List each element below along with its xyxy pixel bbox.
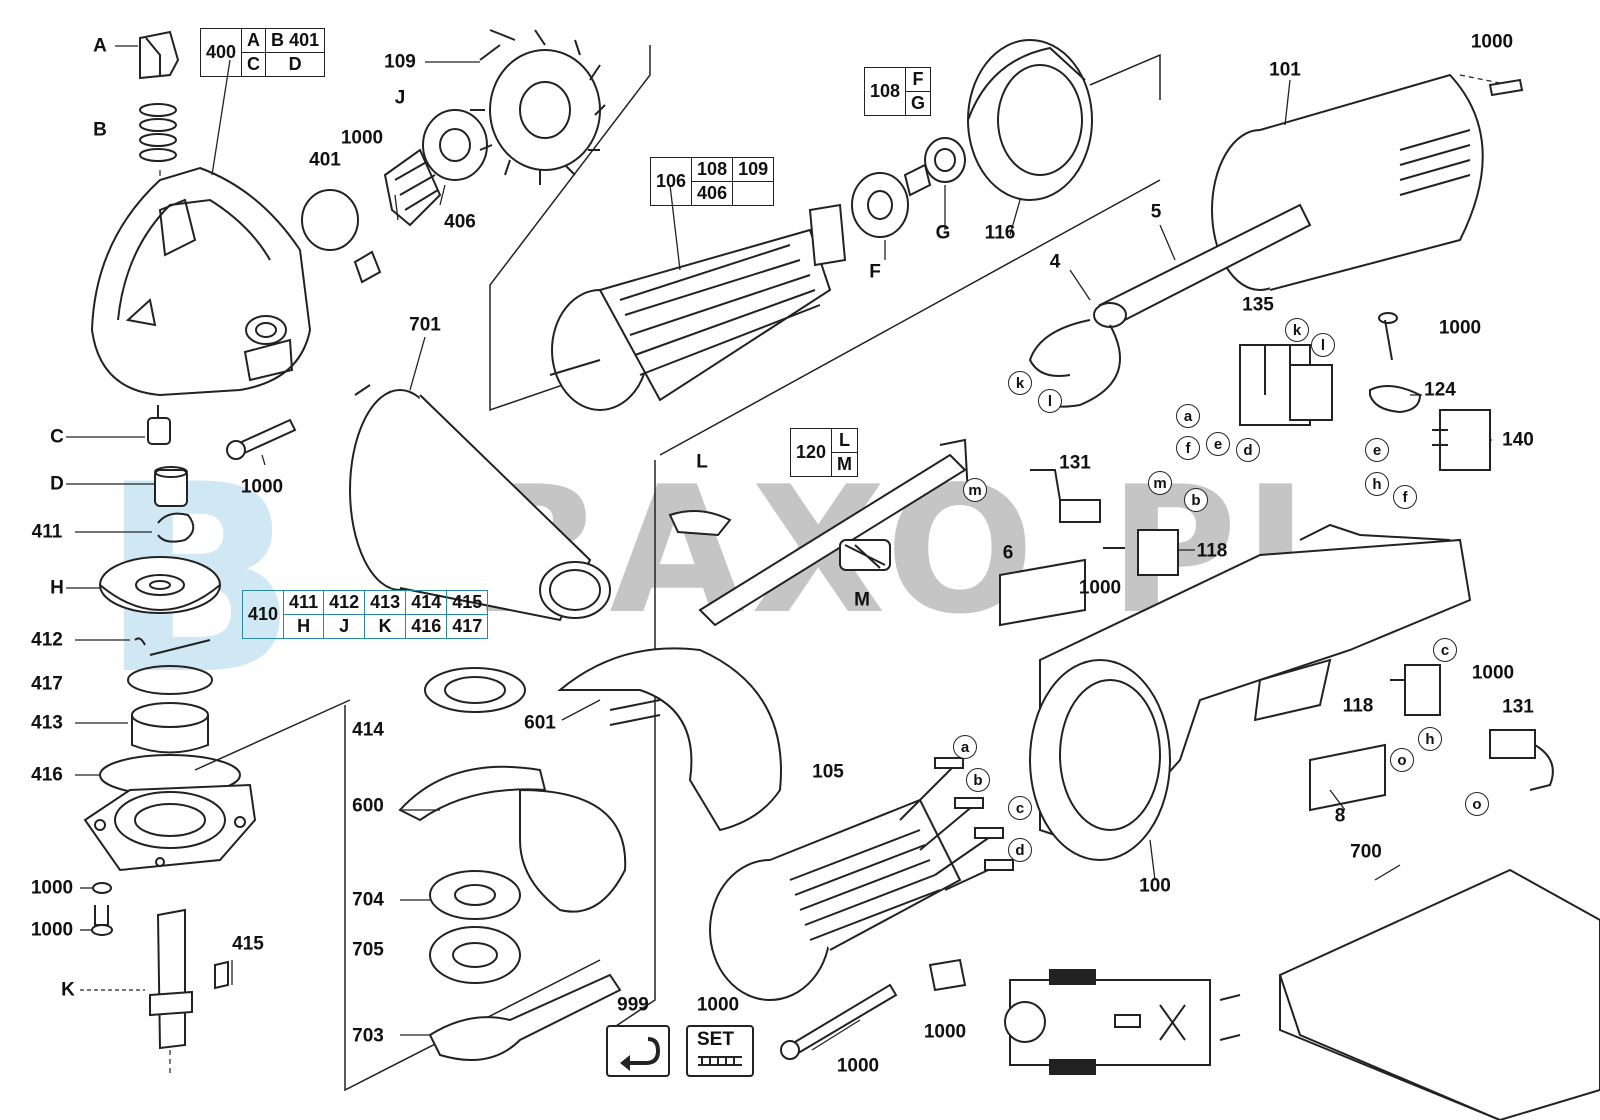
callout-J: J (394, 87, 406, 109)
callout-412: 412 (31, 629, 63, 651)
callout-109: 109 (384, 51, 416, 73)
callout-1000-washer: 1000 (30, 877, 74, 899)
wire-tag-c-coil: c (1008, 796, 1032, 820)
callout-140: 140 (1502, 429, 1534, 451)
callout-M: M (854, 589, 870, 611)
callout-F: F (869, 261, 881, 283)
callout-135: 135 (1242, 294, 1274, 316)
wire-tag-o-brush: o (1465, 792, 1489, 816)
wire-tag-f: f (1176, 436, 1200, 460)
callout-401: 401 (309, 149, 341, 171)
callout-704: 704 (352, 889, 384, 911)
callout-131: 131 (1059, 452, 1091, 474)
callout-H: H (50, 577, 64, 599)
callout-124: 124 (1424, 379, 1456, 401)
table-400: 400 A B 401 C D (199, 28, 326, 77)
kit-pictogram-set: SET (686, 1025, 754, 1077)
callout-1000-set: 1000 (696, 994, 740, 1016)
wire-tag-h-140: h (1365, 472, 1389, 496)
wire-tag-d: d (1236, 438, 1260, 462)
callout-999: 999 (617, 994, 649, 1016)
wire-tag-h-right: h (1418, 727, 1442, 751)
wire-tag-e: e (1206, 432, 1230, 456)
wire-tag-b-coil: b (966, 768, 990, 792)
callout-G: G (935, 222, 951, 244)
callout-413: 413 (31, 712, 63, 734)
callout-L: L (696, 451, 708, 473)
callout-105: 105 (812, 761, 844, 783)
callout-116: 116 (984, 222, 1016, 244)
wire-tag-f-140: f (1393, 485, 1417, 509)
wire-tag-m: m (963, 478, 987, 502)
callout-406: 406 (444, 211, 476, 233)
kit-pictogram-999 (606, 1025, 670, 1077)
wire-tag-k-switch: k (1285, 318, 1309, 342)
callout-A: A (93, 35, 107, 57)
callout-118: 118 (1196, 540, 1228, 562)
wire-tag-o-right: o (1390, 748, 1414, 772)
callout-1000-bolt: 1000 (240, 476, 284, 498)
wire-tag-l-switch: l (1311, 333, 1335, 357)
table-108: 108 F G (863, 67, 932, 116)
wire-tag-b-brush: b (1184, 488, 1208, 512)
set-label: SET (697, 1029, 734, 1050)
callout-6: 6 (1002, 542, 1014, 564)
callout-701: 701 (409, 314, 441, 336)
table-410: 410 411 412 413 414 415 H J K 416 417 (241, 590, 489, 639)
callout-C: C (50, 426, 64, 448)
callout-1000-screw: 1000 (30, 919, 74, 941)
callout-705: 705 (352, 939, 384, 961)
callout-131-right: 131 (1502, 696, 1534, 718)
callout-416: 416 (31, 764, 63, 786)
callout-4: 4 (1049, 251, 1061, 273)
callout-601: 601 (524, 712, 556, 734)
callout-417: 417 (31, 673, 63, 695)
wire-tag-d-coil: d (1008, 838, 1032, 862)
callout-1000-top-screw: 1000 (1470, 31, 1514, 53)
callout-1000-clip: 1000 (923, 1021, 967, 1043)
table-106: 106 108 109 406 (649, 157, 775, 206)
wire-tag-l: l (1038, 389, 1062, 413)
wire-tag-c-right: c (1433, 638, 1457, 662)
callout-8: 8 (1334, 805, 1346, 827)
callout-703: 703 (352, 1025, 384, 1047)
callout-118-right: 118 (1342, 695, 1374, 717)
callout-1000-switch-screw: 1000 (1438, 317, 1482, 339)
wire-tag-a-coil: a (953, 735, 977, 759)
callout-D: D (50, 473, 64, 495)
wire-tag-e-140: e (1365, 438, 1389, 462)
callout-1000-right: 1000 (1471, 662, 1515, 684)
callout-B: B (93, 119, 107, 141)
callout-5: 5 (1150, 201, 1162, 223)
callout-600: 600 (352, 795, 384, 817)
callout-1000-long-screw: 1000 (836, 1055, 880, 1077)
callout-700: 700 (1350, 841, 1382, 863)
return-arrow-icon (620, 1037, 661, 1071)
callout-415: 415 (232, 933, 264, 955)
wire-tag-k: k (1008, 371, 1032, 395)
callout-1000-brush-screw: 1000 (1078, 577, 1122, 599)
callout-411: 411 (31, 521, 63, 543)
callout-100: 100 (1139, 875, 1171, 897)
callout-K: K (61, 979, 75, 1001)
table-120: 120 L M (789, 428, 859, 477)
callout-1000-nut: 1000 (340, 127, 384, 149)
wire-tag-m-brush: m (1148, 471, 1172, 495)
screw-set-icon (698, 1056, 742, 1066)
callout-414: 414 (352, 719, 384, 741)
wire-tag-a: a (1176, 404, 1200, 428)
callout-101: 101 (1269, 59, 1301, 81)
